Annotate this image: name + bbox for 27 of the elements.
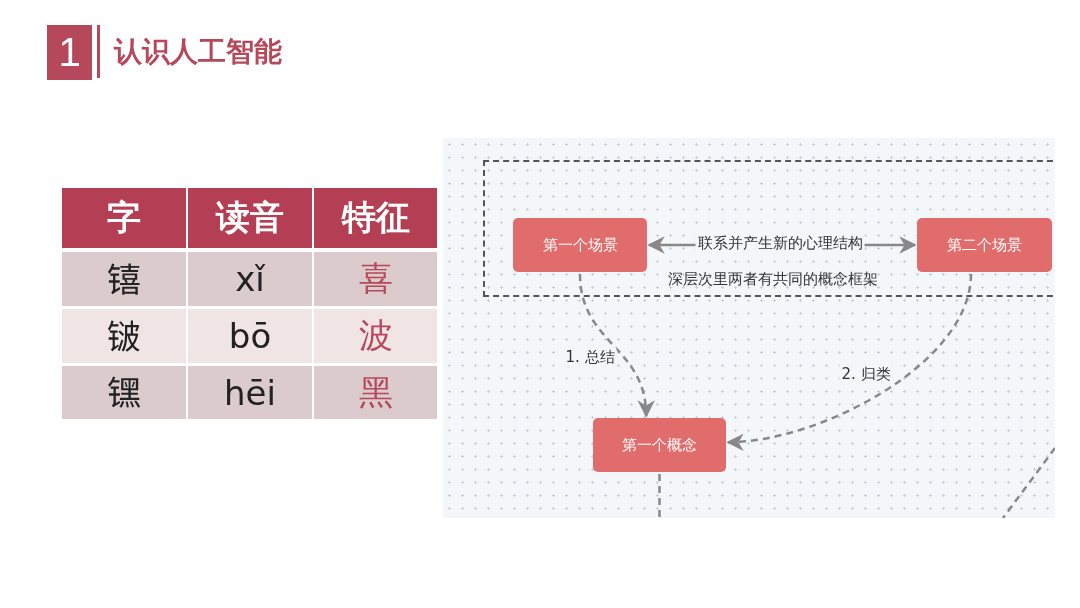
arrow [726,273,973,450]
table-cell: hēi [188,366,312,419]
header-cell: 读音 [188,188,312,248]
table-cell: 𬭳 [62,252,186,306]
table-cell: 𬭛 [62,309,186,363]
header-cell: 特征 [314,188,437,248]
connector-line [658,474,661,518]
table-cell: 黑 [314,366,437,419]
table-cell: 波 [314,309,437,363]
table-cell: bō [188,309,312,363]
node-label: 第二个场景 [947,235,1022,255]
node-label: 第一个场景 [542,235,618,255]
table-cell: 喜 [314,252,437,306]
table-cell: xǐ [188,252,312,306]
section-number: 1 [47,25,92,80]
process-box [917,218,1052,272]
edge-label: 联系并产生新的心理结构 [695,233,865,253]
arrow [578,273,654,418]
slide-title: 认识人工智能 [114,34,282,70]
header-cell: 字 [62,188,186,248]
edge-label: 1. 总结 [563,347,617,367]
edge-label: 2. 归类 [839,364,893,384]
node-label: 第一个概念 [622,435,697,455]
process-box [593,418,726,472]
process-box [513,218,647,272]
group-caption: 深层次里两者有共同的概念框架 [667,270,879,289]
table-cell: 𬭶 [62,366,186,419]
